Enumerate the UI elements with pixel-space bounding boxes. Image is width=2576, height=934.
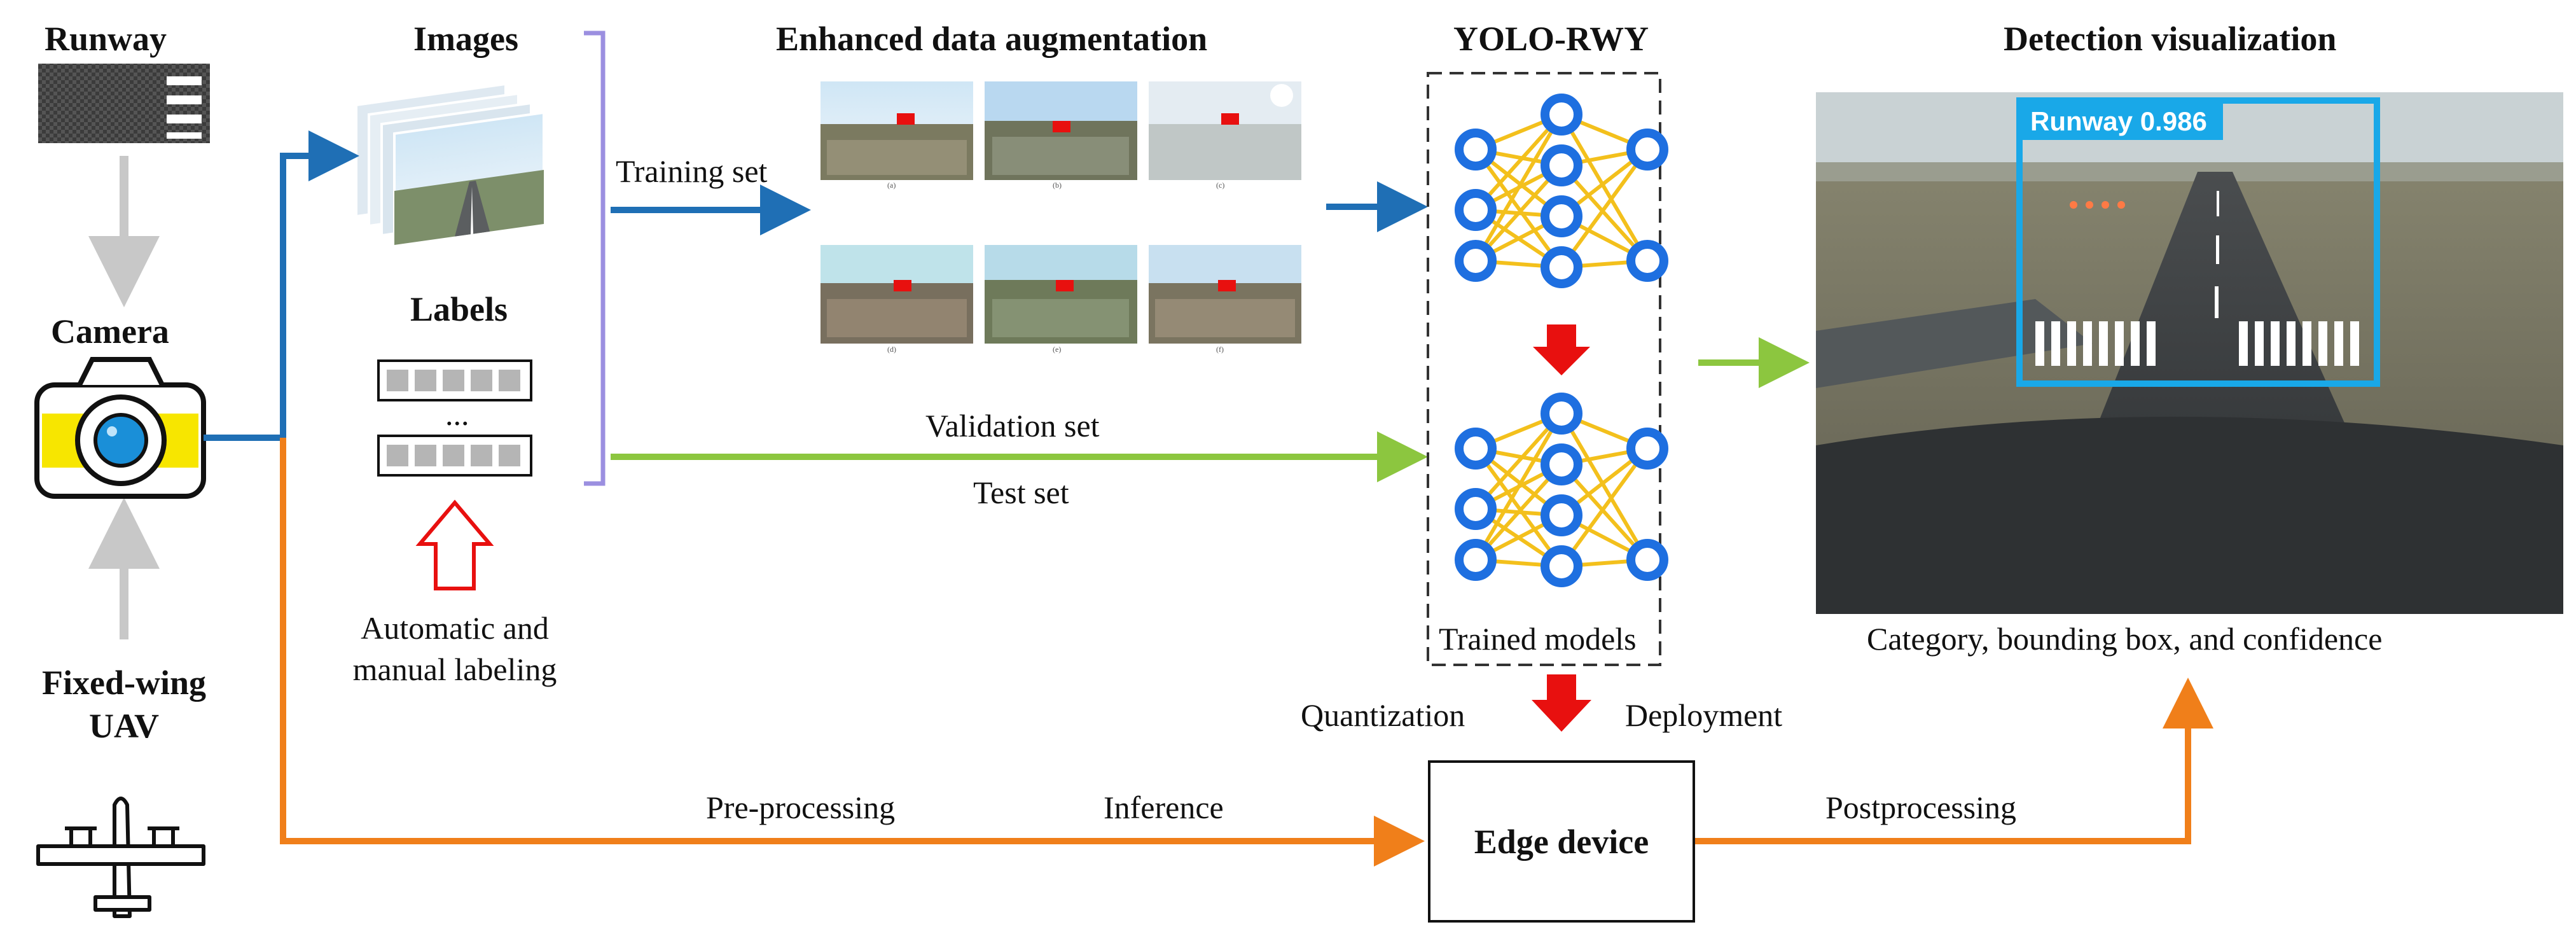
uav-icon xyxy=(36,797,205,918)
augmentation-grid xyxy=(821,81,1301,344)
runway-label: Runway xyxy=(45,20,167,58)
camera-label: Camera xyxy=(51,312,169,351)
postprocessing-label: Postprocessing xyxy=(1825,790,2016,825)
aug-tag-b: (b) xyxy=(1053,181,1062,190)
validation-set-label: Validation set xyxy=(925,408,1100,443)
edge-device-label: Edge device xyxy=(1474,822,1649,861)
quantization-label: Quantization xyxy=(1301,697,1465,733)
aug-tag-e: (e) xyxy=(1053,345,1062,354)
network-untrained xyxy=(1455,94,1668,288)
aug-image-f xyxy=(1149,245,1301,344)
camera-to-images-arrow xyxy=(204,130,359,441)
training-set-label: Training set xyxy=(616,153,768,189)
labeling-label: Automatic and manual labeling xyxy=(352,610,557,687)
augmentation-title: Enhanced data augmentation xyxy=(776,20,1208,58)
aug-image-d xyxy=(821,245,973,344)
image-stack-icon xyxy=(355,82,545,247)
uav-label: Fixed-wing UAV xyxy=(41,664,206,745)
labels-ellipsis: ... xyxy=(445,396,469,432)
edge-to-detection-arrow xyxy=(1695,678,2213,844)
trained-models-label: Trained models xyxy=(1439,621,1637,657)
edge-device-box: Edge device xyxy=(1428,760,1695,923)
deployment-label: Deployment xyxy=(1625,697,1783,733)
deploy-arrow xyxy=(1532,674,1591,732)
detection-box-label: Runway 0.986 xyxy=(2030,106,2207,136)
dataset-bracket xyxy=(584,31,606,486)
camera-icon xyxy=(34,357,206,499)
label-list-icon xyxy=(377,359,532,477)
aug-image-a xyxy=(821,81,973,180)
aug-image-b xyxy=(985,81,1137,180)
yolo-title: YOLO-RWY xyxy=(1453,20,1649,58)
images-label: Images xyxy=(413,20,518,58)
aug-image-e xyxy=(985,245,1137,344)
aug-tag-c: (c) xyxy=(1216,181,1225,190)
preprocessing-label: Pre-processing xyxy=(706,790,896,825)
aug-tag-a: (a) xyxy=(887,181,896,190)
labels-label: Labels xyxy=(410,290,508,328)
test-set-label: Test set xyxy=(973,475,1069,510)
aug-tag-d: (d) xyxy=(887,345,896,354)
train-arrow xyxy=(1533,324,1590,375)
aug-tag-f: (f) xyxy=(1216,345,1224,354)
camera-to-edge-arrow xyxy=(280,438,1425,867)
inference-label: Inference xyxy=(1104,790,1224,825)
aug-image-c xyxy=(1149,81,1301,180)
runway-icon xyxy=(38,64,210,143)
network-trained xyxy=(1455,393,1668,587)
yolo-rwy-box xyxy=(1427,72,1661,666)
hollow-arrow-icon xyxy=(415,499,494,590)
detection-caption: Category, bounding box, and confidence xyxy=(1867,621,2383,657)
detection-image xyxy=(1816,92,2563,614)
detection-title: Detection visualization xyxy=(2004,20,2337,58)
